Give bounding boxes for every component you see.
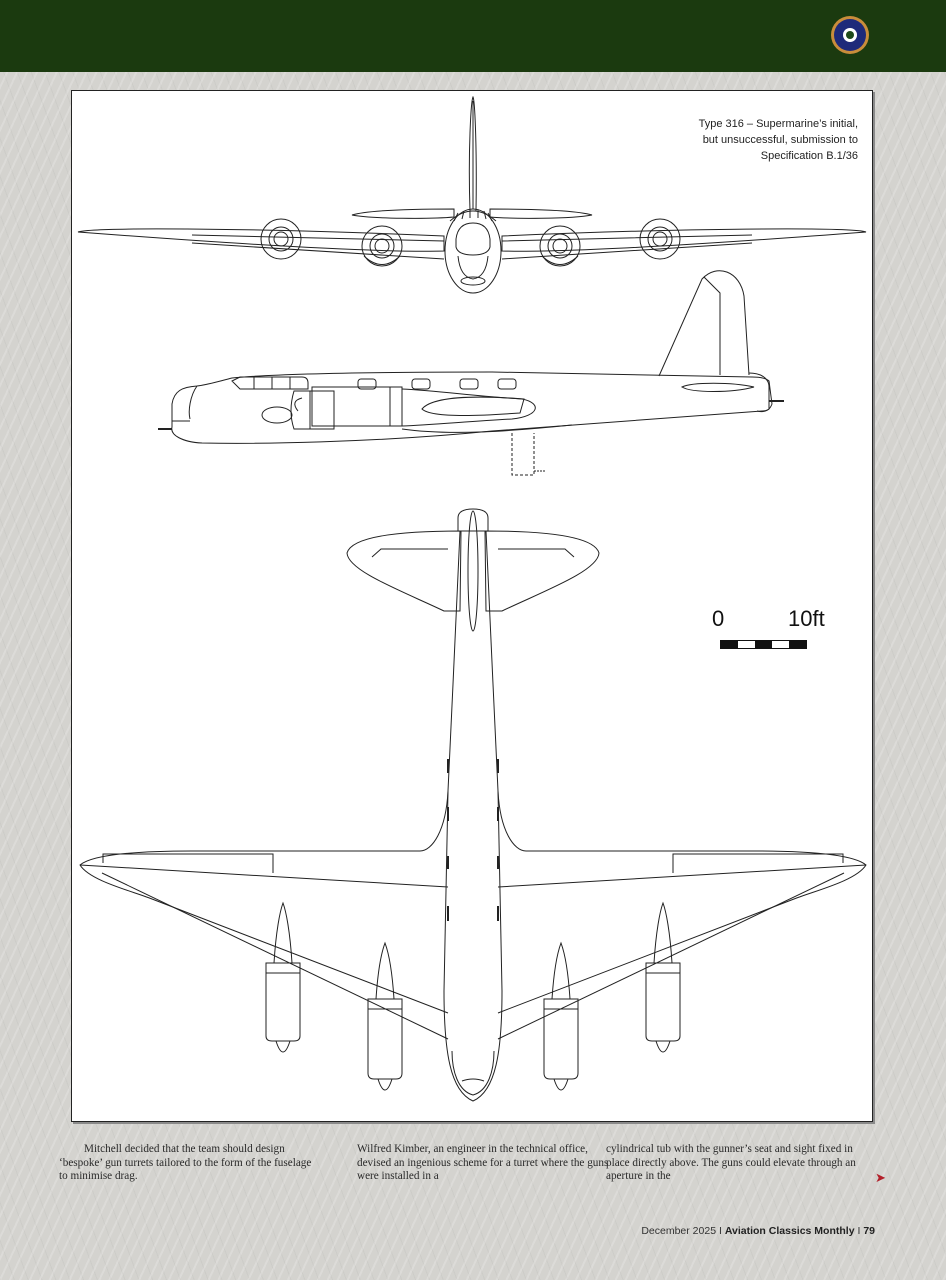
scale-end-label: 10ft [788, 606, 825, 631]
continue-arrow-icon: ➤ [875, 1171, 886, 1186]
aircraft-three-view-drawing [77, 95, 867, 1102]
page-footer: December 2025 I Aviation Classics Monthl… [641, 1225, 875, 1237]
page-number: 79 [863, 1225, 875, 1237]
figure-caption: Type 316 – Supermarine’s initial, but un… [698, 118, 858, 162]
scale-start-label: 0 [712, 606, 725, 631]
front-view [77, 95, 867, 294]
engine-outer-right [645, 901, 681, 1053]
side-view [158, 270, 784, 476]
header-band [0, 0, 946, 72]
scale-bar: 0 10ft [712, 606, 825, 649]
engine-inner-left [367, 941, 403, 1091]
article-column-2: Wilfred Kimber, an engineer in the techn… [357, 1143, 609, 1183]
engine-outer-left [265, 901, 301, 1053]
scale-bar-segments [720, 640, 807, 649]
raf-roundel-icon [831, 16, 869, 54]
article-column-1: Mitchell decided that the team should de… [59, 1143, 312, 1183]
engine-inner-right [543, 941, 579, 1091]
three-view-drawing-panel: Type 316 – Supermarine’s initial, but un… [71, 90, 873, 1122]
article-column-3: cylindrical tub with the gunner’s seat a… [606, 1143, 856, 1183]
top-view [79, 508, 867, 1102]
footer-publication: Aviation Classics Monthly [724, 1225, 855, 1237]
footer-date: December 2025 [641, 1225, 717, 1237]
